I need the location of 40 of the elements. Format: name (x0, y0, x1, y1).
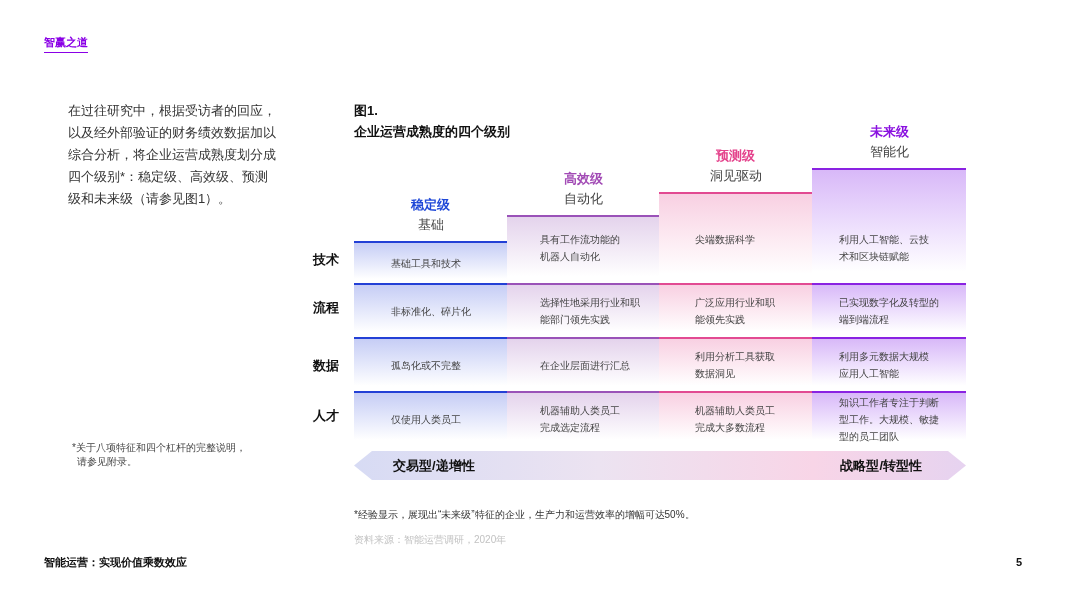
cell-text: 具有工作流功能的机器人自动化 (540, 233, 621, 264)
figure-number: 图1. (354, 102, 378, 120)
band-label: 交易型/递增性 (393, 456, 475, 475)
cell-text: 利用多元数据大规模应用人工智能 (839, 350, 930, 381)
level-name: 稳定级 (411, 196, 450, 214)
cell-text: 利用人工智能、云技术和区块链赋能 (839, 233, 930, 264)
intro-paragraph: 在过往研究中，根据受访者的回应，以及经外部验证的财务绩效数据加以综合分析，将企业运营成熟度划分成四个级别*：稳定级、高效级、预测级和未来级（请参见图1）。 (68, 102, 277, 208)
row-label: 人才 (313, 407, 339, 425)
cell-text: 尖端数据科学 (695, 233, 755, 247)
cell-text: 仅使用人类员工 (391, 412, 461, 427)
row-label: 数据 (313, 357, 339, 375)
band-label: 战略型/转型性 (840, 456, 922, 475)
cell-text: 基础工具和技术 (391, 256, 461, 271)
cell-text: 知识工作者专注于判断型工作。大规模、敏捷型的员工团队 (839, 395, 940, 444)
cell-text: 在企业层面进行汇总 (540, 358, 630, 373)
level-subtitle: 智能化 (869, 143, 909, 161)
level-cell (812, 391, 966, 445)
double-arrow-band (354, 451, 966, 480)
level-subtitle: 基础 (417, 216, 444, 234)
footer-title: 智能运营：实现价值乘数效应 (44, 555, 187, 569)
level-name: 预测级 (716, 147, 755, 165)
cell-text: 利用分析工具获取数据洞见 (695, 350, 776, 381)
row-label: 技术 (313, 251, 339, 269)
cell-text: 广泛应用行业和职能领先实践 (695, 296, 776, 327)
section-tag: 智赢之道 (44, 35, 88, 53)
cell-text: 孤岛化或不完整 (391, 358, 461, 373)
cell-text: 机器辅助人类员工完成大多数流程 (695, 404, 776, 435)
level-name: 未来级 (869, 123, 909, 141)
page-number: 5 (1016, 555, 1023, 569)
footnote: *经验显示，展现出“未来级”特征的企业，生产力和运营效率的增幅可达50%。 (354, 508, 695, 522)
row-label: 流程 (313, 299, 339, 317)
cell-text: 机器辅助人类员工完成选定流程 (540, 404, 621, 435)
figure-title: 企业运营成熟度的四个级别 (354, 123, 510, 141)
level-name: 高效级 (563, 170, 603, 188)
footnote: *关于八项特征和四个杠杆的完整说明，请参见附录。 (72, 441, 247, 469)
cell-text: 非标准化、碎片化 (391, 304, 471, 319)
level-subtitle: 自动化 (563, 190, 603, 208)
level-subtitle: 洞见驱动 (709, 167, 762, 185)
cell-text: 已实现数字化及转型的端到端流程 (839, 296, 940, 327)
cell-text: 选择性地采用行业和职能部门领先实践 (540, 296, 641, 327)
